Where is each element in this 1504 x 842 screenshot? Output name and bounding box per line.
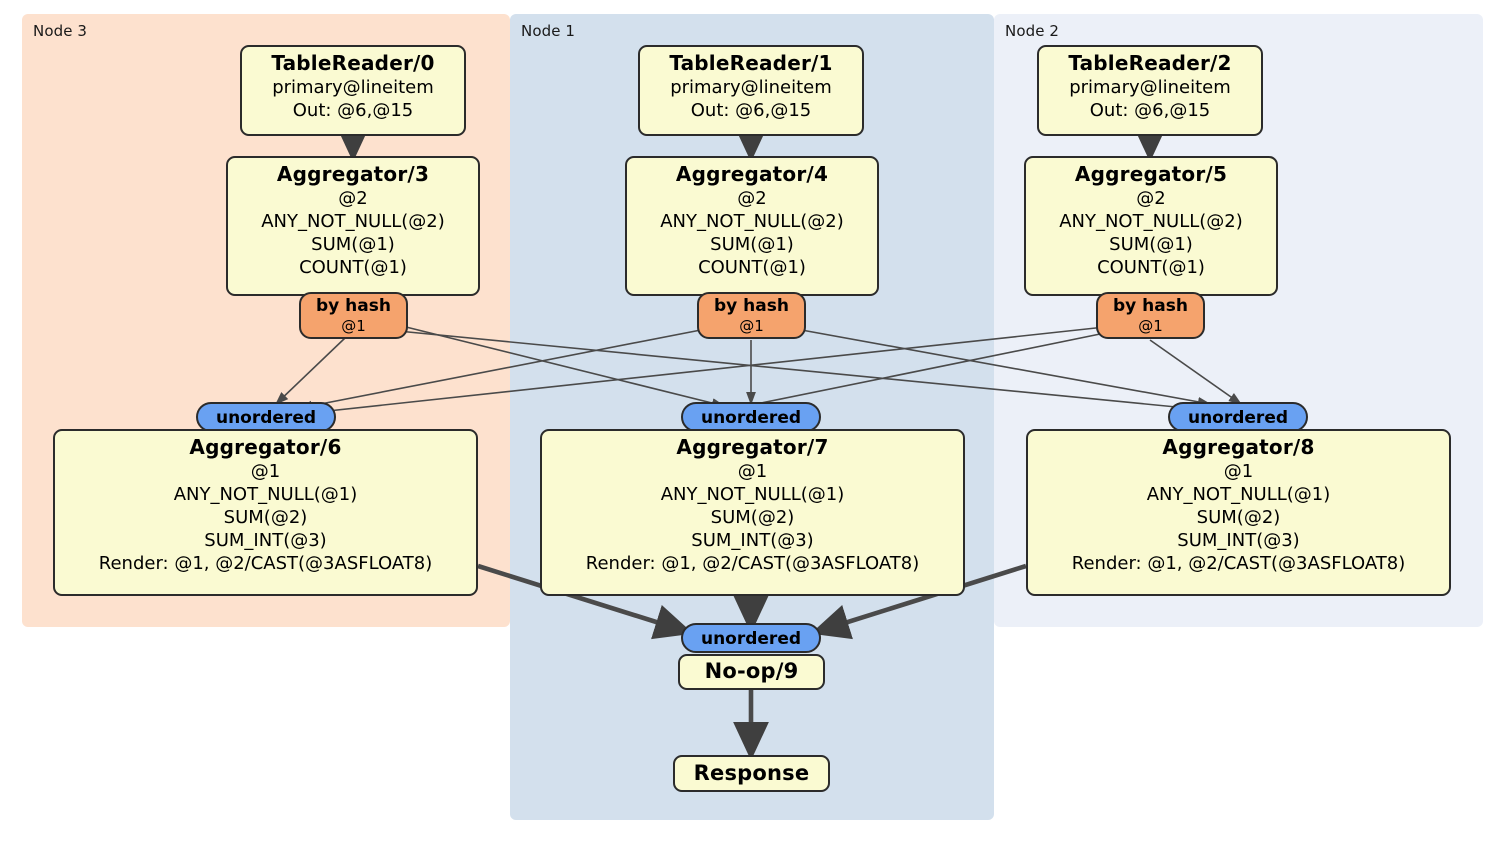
- processor-detail: SUM(@2): [710, 507, 795, 528]
- processor-detail: COUNT(@1): [1097, 257, 1205, 278]
- synchronizer-label: unordered: [700, 408, 802, 428]
- router-by-hash-center[interactable]: by hash @1: [697, 292, 806, 339]
- processor-detail: @1: [737, 461, 768, 482]
- processor-response[interactable]: Response: [673, 755, 830, 792]
- processor-noop-9[interactable]: No-op/9: [678, 654, 825, 690]
- processor-aggregator-5[interactable]: Aggregator/5 @2 ANY_NOT_NULL(@2) SUM(@1)…: [1024, 156, 1278, 296]
- processor-tablereader-0[interactable]: TableReader/0 primary@lineitem Out: @6,@…: [240, 45, 466, 136]
- processor-detail: SUM(@1): [710, 234, 794, 255]
- processor-detail: ANY_NOT_NULL(@2): [660, 211, 844, 232]
- processor-title: TableReader/2: [1068, 51, 1232, 75]
- synchronizer-unordered-center[interactable]: unordered: [681, 402, 821, 432]
- processor-title: TableReader/0: [271, 51, 435, 75]
- processor-tablereader-2[interactable]: TableReader/2 primary@lineitem Out: @6,@…: [1037, 45, 1263, 136]
- processor-aggregator-4[interactable]: Aggregator/4 @2 ANY_NOT_NULL(@2) SUM(@1)…: [625, 156, 879, 296]
- processor-aggregator-6[interactable]: Aggregator/6 @1 ANY_NOT_NULL(@1) SUM(@2)…: [53, 429, 478, 596]
- router-label: by hash: [316, 296, 391, 316]
- processor-detail: SUM_INT(@3): [691, 530, 814, 551]
- processor-detail: SUM_INT(@3): [1177, 530, 1300, 551]
- processor-detail: @2: [338, 188, 368, 209]
- processor-detail: @2: [1136, 188, 1166, 209]
- router-label: by hash: [1113, 296, 1188, 316]
- processor-detail: SUM(@1): [1109, 234, 1193, 255]
- processor-detail: primary@lineitem: [272, 77, 434, 98]
- processor-title: Aggregator/8: [1162, 435, 1315, 459]
- processor-detail: Out: @6,@15: [690, 100, 812, 121]
- router-by-hash-right[interactable]: by hash @1: [1096, 292, 1205, 339]
- processor-detail: COUNT(@1): [299, 257, 407, 278]
- processor-tablereader-1[interactable]: TableReader/1 primary@lineitem Out: @6,@…: [638, 45, 864, 136]
- processor-detail: ANY_NOT_NULL(@1): [1146, 484, 1331, 505]
- router-sublabel: @1: [341, 317, 366, 335]
- processor-aggregator-3[interactable]: Aggregator/3 @2 ANY_NOT_NULL(@2) SUM(@1)…: [226, 156, 480, 296]
- processor-detail: @1: [250, 461, 281, 482]
- node-region-3-label: Node 3: [33, 22, 88, 40]
- processor-aggregator-7[interactable]: Aggregator/7 @1 ANY_NOT_NULL(@1) SUM(@2)…: [540, 429, 965, 596]
- processor-detail: Render: @1, @2/CAST(@3ASFLOAT8): [1071, 553, 1406, 574]
- processor-detail: primary@lineitem: [670, 77, 832, 98]
- processor-detail: Render: @1, @2/CAST(@3ASFLOAT8): [585, 553, 920, 574]
- processor-title: Aggregator/6: [189, 435, 342, 459]
- processor-detail: @2: [737, 188, 767, 209]
- processor-detail: Render: @1, @2/CAST(@3ASFLOAT8): [98, 553, 433, 574]
- synchronizer-unordered-final[interactable]: unordered: [681, 623, 821, 653]
- processor-detail: COUNT(@1): [698, 257, 806, 278]
- processor-title: Response: [693, 761, 810, 785]
- node-region-1-label: Node 1: [521, 22, 576, 40]
- processor-title: Aggregator/5: [1074, 162, 1228, 186]
- synchronizer-unordered-right[interactable]: unordered: [1168, 402, 1308, 432]
- processor-title: TableReader/1: [669, 51, 833, 75]
- processor-title: No-op/9: [704, 659, 799, 683]
- synchronizer-label: unordered: [700, 629, 802, 649]
- synchronizer-unordered-left[interactable]: unordered: [196, 402, 336, 432]
- node-region-2-label: Node 2: [1005, 22, 1060, 40]
- router-sublabel: @1: [1138, 317, 1163, 335]
- processor-detail: ANY_NOT_NULL(@1): [173, 484, 358, 505]
- processor-detail: primary@lineitem: [1069, 77, 1231, 98]
- processor-detail: SUM(@1): [311, 234, 395, 255]
- processor-title: Aggregator/3: [276, 162, 430, 186]
- router-sublabel: @1: [739, 317, 764, 335]
- processor-detail: Out: @6,@15: [292, 100, 414, 121]
- processor-detail: ANY_NOT_NULL(@2): [261, 211, 445, 232]
- processor-detail: SUM_INT(@3): [204, 530, 327, 551]
- router-label: by hash: [714, 296, 789, 316]
- synchronizer-label: unordered: [1187, 408, 1289, 428]
- processor-detail: SUM(@2): [223, 507, 308, 528]
- synchronizer-label: unordered: [215, 408, 317, 428]
- processor-title: Aggregator/7: [676, 435, 829, 459]
- processor-detail: @1: [1223, 461, 1254, 482]
- processor-detail: Out: @6,@15: [1089, 100, 1211, 121]
- processor-detail: SUM(@2): [1196, 507, 1281, 528]
- router-by-hash-left[interactable]: by hash @1: [299, 292, 408, 339]
- processor-detail: ANY_NOT_NULL(@2): [1059, 211, 1243, 232]
- processor-aggregator-8[interactable]: Aggregator/8 @1 ANY_NOT_NULL(@1) SUM(@2)…: [1026, 429, 1451, 596]
- processor-detail: ANY_NOT_NULL(@1): [660, 484, 845, 505]
- processor-title: Aggregator/4: [675, 162, 829, 186]
